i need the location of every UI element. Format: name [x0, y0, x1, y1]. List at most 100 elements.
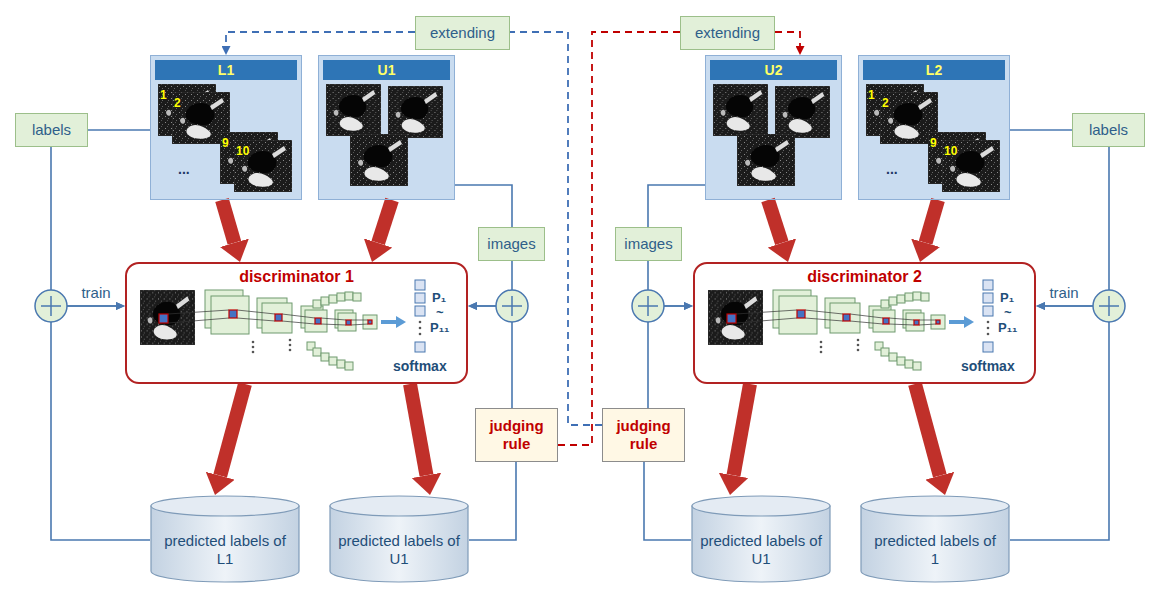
cylinder-outline — [330, 496, 468, 516]
rule-text: judging rule — [480, 417, 553, 453]
output-label: P₁ — [1000, 290, 1014, 305]
panel-ground — [705, 55, 842, 200]
discriminator-box: discriminator 2softmax — [693, 262, 1036, 384]
softmax-label: softmax — [393, 358, 447, 375]
rule-box: judging rule — [602, 408, 685, 462]
extend-link — [775, 32, 800, 46]
panel-title: U2 — [710, 60, 837, 80]
index-number: 2 — [174, 97, 181, 110]
index-number: 10 — [944, 145, 957, 158]
label-holder: P₁ — [1000, 288, 1014, 306]
edge-label: train — [79, 284, 112, 301]
sum-node — [1099, 296, 1119, 316]
label-holder: 2 — [174, 93, 181, 111]
tag-text: labels — [32, 121, 71, 139]
cylinder-outline — [151, 496, 299, 516]
softmax-label: softmax — [961, 358, 1015, 375]
panel-title: L1 — [155, 60, 297, 80]
image-set-panel: L1 — [150, 55, 302, 200]
rule-box: judging rule — [475, 408, 558, 462]
sar-image — [737, 134, 795, 186]
label-holder: 9 — [930, 133, 937, 151]
store-text: predicted labels of L1 — [163, 532, 287, 568]
label-holder: 2 — [882, 93, 889, 111]
connector — [51, 147, 116, 306]
connector — [648, 185, 705, 227]
cylinder-outline — [692, 506, 830, 582]
image-set-panel: U2 — [705, 55, 842, 200]
sar-image — [713, 84, 768, 136]
flow-arrow — [768, 200, 782, 243]
flow-arrow — [378, 200, 392, 243]
cylinder-outline — [692, 496, 830, 516]
label-holder: 10 — [944, 141, 957, 159]
label-store: predicted labels of L1 — [150, 495, 300, 582]
label-holder: 1 — [160, 85, 167, 103]
connector — [644, 462, 691, 540]
index-number: 2 — [882, 97, 889, 110]
panel-title: U1 — [323, 60, 450, 80]
cylinder-outline — [861, 506, 1009, 582]
connector-group — [51, 32, 1109, 540]
sum-node — [632, 290, 664, 322]
label-store: predicted labels of U1 — [329, 495, 469, 582]
output-label: P₁₁ — [998, 320, 1017, 335]
label-holder: P₁ — [432, 288, 446, 306]
cnn-sketch — [140, 280, 425, 370]
connector — [455, 185, 512, 227]
connector — [51, 306, 150, 540]
sum-node — [41, 296, 61, 316]
sum-node — [496, 290, 528, 322]
rule-text: judging rule — [607, 417, 680, 453]
panel-ground — [318, 55, 455, 200]
label-holder: 1 — [868, 85, 875, 103]
panel-title: L2 — [863, 60, 1005, 80]
index-number: 9 — [930, 137, 937, 150]
store-text: predicted labels of U1 — [337, 532, 461, 568]
sar-image — [234, 140, 292, 192]
label-holder: 9 — [222, 133, 229, 151]
extend-link — [226, 32, 415, 46]
panel-ground — [150, 55, 302, 200]
sar-image — [158, 84, 1000, 192]
store-text: predicted labels of 1 — [873, 532, 997, 568]
label-store: predicted labels of 1 — [860, 495, 1010, 582]
sum-node — [35, 290, 67, 322]
cnn-sketch — [708, 280, 993, 370]
sum-node — [1093, 290, 1125, 322]
sum-node — [638, 296, 658, 316]
flow-arrow — [926, 200, 938, 243]
label-holder: ~ — [1004, 303, 1012, 321]
index-number: 10 — [236, 145, 249, 158]
connector — [1010, 306, 1109, 540]
tag-text: images — [624, 235, 672, 253]
tag-text: extending — [430, 24, 495, 42]
connector — [1045, 147, 1109, 306]
output-label: ~ — [1004, 305, 1012, 320]
label-holder: P₁₁ — [430, 318, 449, 336]
tag-text: extending — [695, 24, 760, 42]
tag-box: labels — [15, 113, 88, 147]
tag-box: extending — [680, 16, 775, 50]
panel-ground — [858, 55, 1010, 200]
ellipsis-mark: ... — [886, 162, 898, 177]
tag-box: images — [615, 227, 682, 261]
tag-text: images — [487, 235, 535, 253]
image-set-panel: U1 — [318, 55, 455, 200]
flow-arrow — [734, 384, 750, 475]
image-set-panel: L2 — [858, 55, 1010, 200]
index-number: 9 — [222, 137, 229, 150]
sum-node — [502, 296, 522, 316]
edge-label-holder: train — [1034, 284, 1094, 302]
connector — [1010, 129, 1072, 131]
sar-image — [388, 86, 443, 138]
label-holder: 10 — [236, 141, 249, 159]
label-holder: ~ — [436, 303, 444, 321]
connector — [469, 462, 516, 540]
discriminator-box: discriminator 1softmax — [125, 262, 468, 384]
tag-box: labels — [1072, 113, 1145, 147]
output-label: P₁₁ — [430, 320, 449, 335]
store-text: predicted labels of U1 — [699, 532, 823, 568]
label-holder: ... — [178, 160, 190, 178]
